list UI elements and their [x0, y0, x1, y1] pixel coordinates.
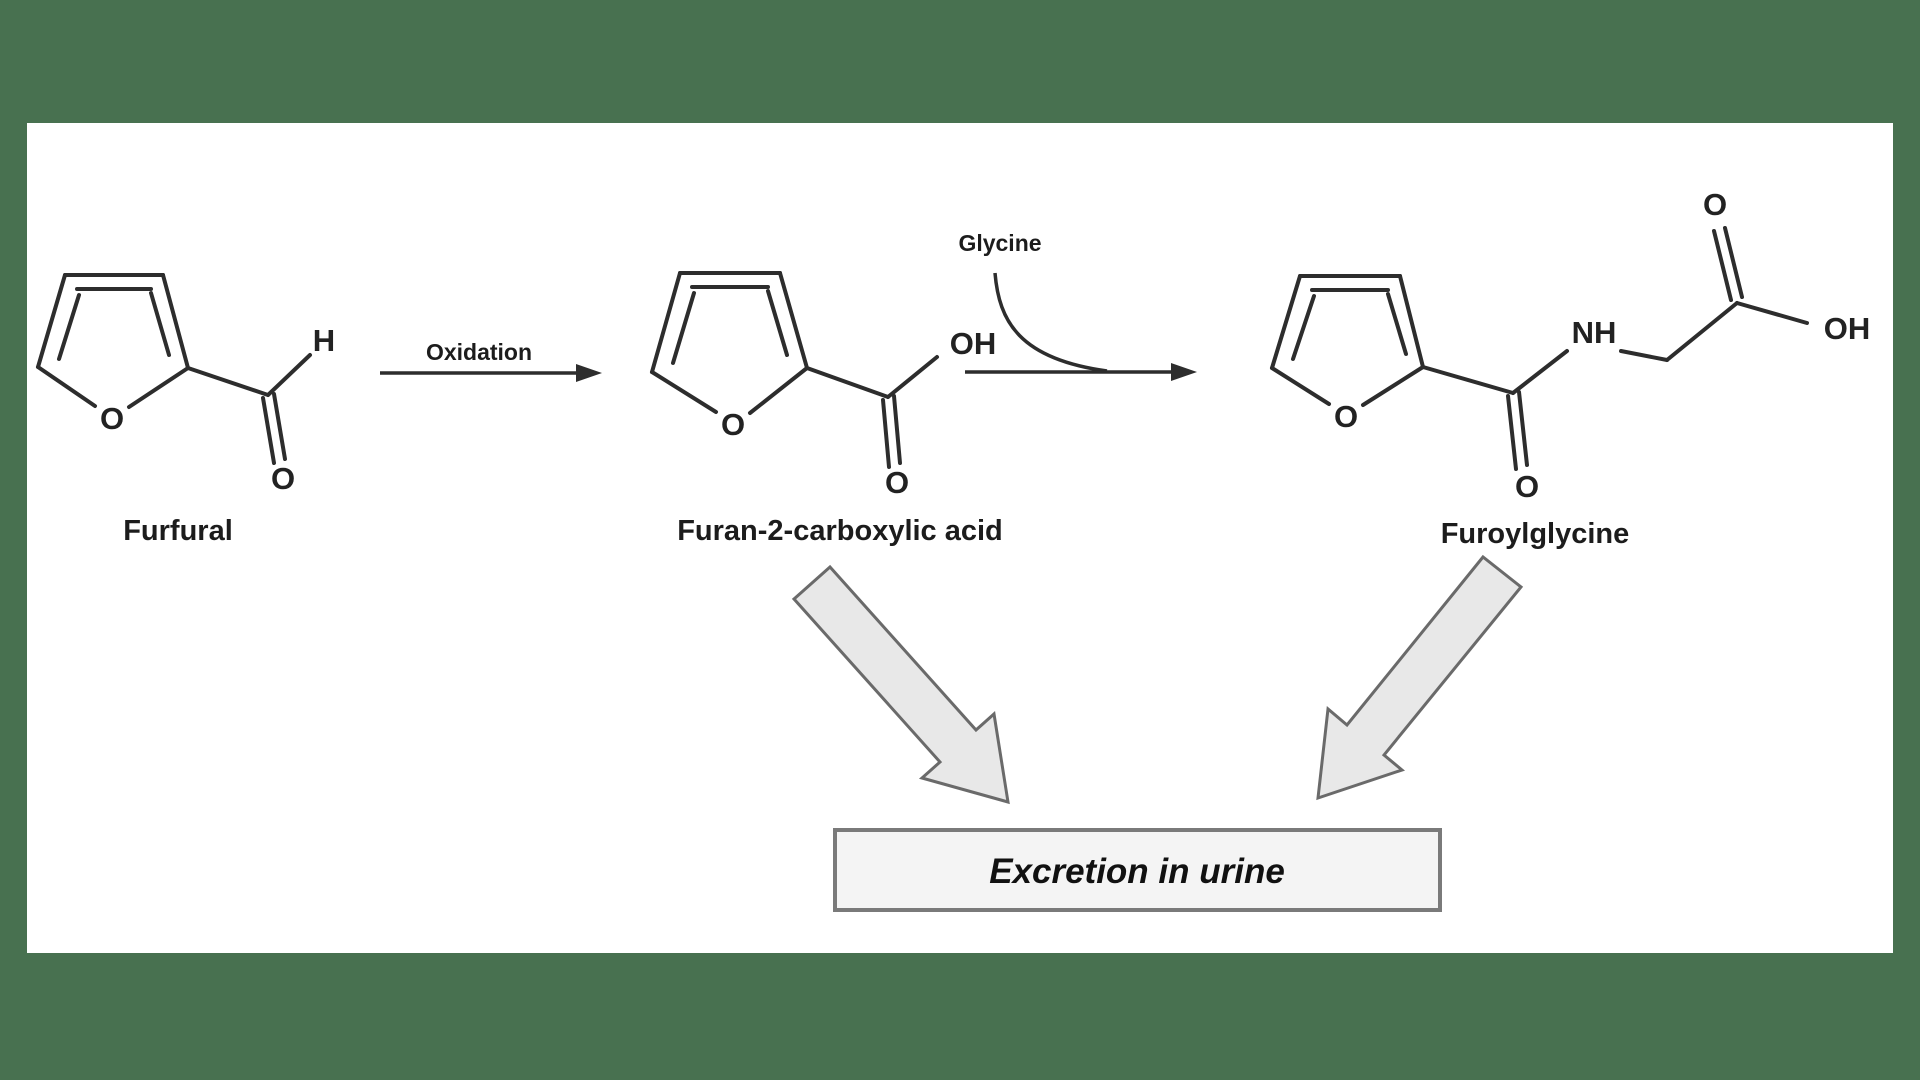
furoylglycine-structure: O NH O O OH: [1270, 187, 1871, 504]
glycine-arrow: [965, 272, 1197, 381]
facid-ring-oxygen-label: O: [721, 407, 745, 442]
furan-2-carboxylic-acid-name-label: Furan-2-carboxylic acid: [677, 515, 1003, 547]
furan-2-carboxylic-acid-structure: O OH O: [650, 271, 997, 500]
fgly-amide-o-label: O: [1515, 469, 1539, 504]
metabolic-pathway-diagram: O H O Furfural Oxidation: [36, 187, 1871, 912]
oxidation-label: Oxidation: [426, 339, 532, 365]
oxidation-arrow: [380, 364, 602, 382]
glycine-label: Glycine: [958, 230, 1041, 256]
excretion-box: Excretion in urine: [833, 828, 1442, 912]
glycine-arrowhead: [1171, 363, 1197, 381]
furoylglycine-name-label: Furoylglycine: [1441, 518, 1630, 550]
excretion-block-arrow-right: [1316, 554, 1524, 801]
facid-hydroxyl-label: OH: [950, 326, 997, 361]
excretion-box-label: Excretion in urine: [989, 852, 1285, 891]
furfural-aldehyde-o-label: O: [271, 461, 295, 496]
fgly-carboxyl-o-label: O: [1703, 187, 1727, 222]
fgly-ring-oxygen-label: O: [1334, 399, 1358, 434]
fgly-amide-nh-label: NH: [1572, 315, 1617, 350]
furfural-aldehyde-h-label: H: [313, 323, 335, 358]
excretion-block-arrow-left: [791, 564, 1010, 805]
diagram-panel: O H O Furfural Oxidation: [27, 123, 1893, 953]
excretion-box-rect: [833, 828, 1442, 912]
oxidation-arrowhead: [576, 364, 602, 382]
facid-carbonyl-o-label: O: [885, 465, 909, 500]
fgly-hydroxyl-label: OH: [1824, 311, 1871, 346]
furfural-name-label: Furfural: [123, 515, 233, 547]
furfural-structure: O H O: [36, 273, 335, 496]
glycine-curve: [993, 272, 1108, 373]
furfural-ring-oxygen-label: O: [100, 401, 124, 436]
